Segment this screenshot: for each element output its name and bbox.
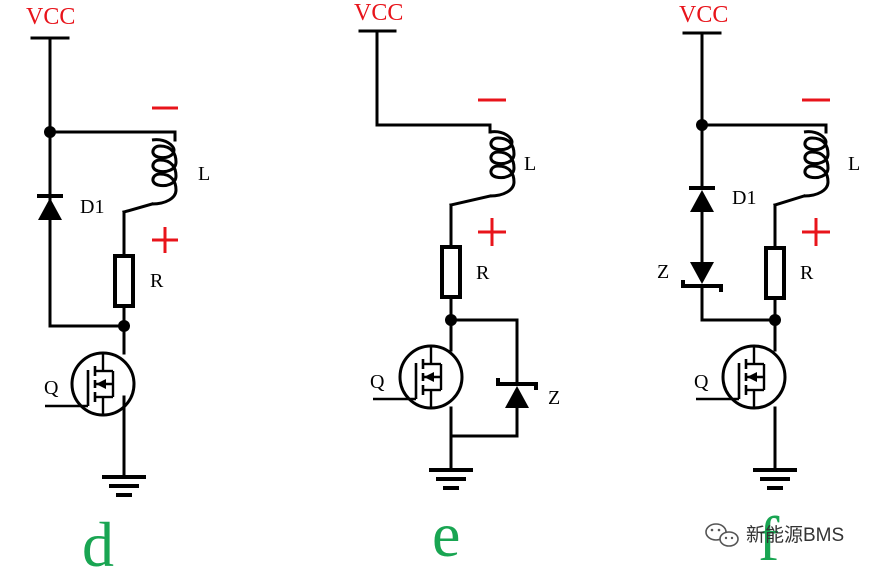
d1-label: D1	[732, 187, 756, 209]
resistor-r	[764, 246, 786, 300]
inductor-l	[488, 130, 516, 198]
junction-node	[769, 314, 781, 326]
resistor-r	[113, 254, 135, 308]
ground-symbol	[427, 468, 475, 490]
watermark-text: 新能源BMS	[746, 524, 844, 546]
polarity-plus	[802, 218, 830, 246]
l-label: L	[198, 163, 210, 185]
ground-symbol	[751, 468, 799, 490]
diode-d1	[37, 194, 63, 220]
l-label: L	[848, 153, 860, 175]
r-label: R	[800, 262, 814, 284]
vcc-label: VCC	[354, 0, 403, 26]
diode-d1	[689, 186, 715, 212]
circuit-title: f	[758, 503, 780, 573]
z-label: Z	[548, 387, 560, 409]
q-label: Q	[694, 371, 709, 393]
circuit-title: d	[82, 509, 114, 573]
ground-symbol	[100, 475, 148, 497]
r-label: R	[476, 262, 490, 284]
zener-z	[496, 378, 538, 408]
q-label: Q	[370, 371, 385, 393]
circuit-d: VCC D1 R Q L d	[26, 4, 210, 573]
vcc-label: VCC	[679, 2, 728, 28]
inductor-l	[150, 138, 178, 206]
circuit-f: VCC L D1 Z R Q	[657, 2, 860, 573]
vcc-label: VCC	[26, 4, 75, 30]
junction-node	[118, 320, 130, 332]
circuit-title: e	[432, 499, 460, 570]
inductor-l	[802, 130, 830, 198]
q-label: Q	[44, 377, 59, 399]
l-label: L	[524, 153, 536, 175]
resistor-r	[440, 245, 462, 299]
polarity-plus	[478, 218, 506, 246]
wechat-icon	[705, 523, 739, 547]
mosfet-q	[694, 344, 787, 410]
polarity-plus	[152, 227, 178, 253]
mosfet-q	[371, 344, 464, 410]
circuit-e: VCC L R Z Q e	[354, 0, 560, 570]
watermark: 新能源BMS	[705, 523, 844, 547]
d1-label: D1	[80, 196, 104, 218]
z-label: Z	[657, 261, 669, 283]
r-label: R	[150, 270, 164, 292]
